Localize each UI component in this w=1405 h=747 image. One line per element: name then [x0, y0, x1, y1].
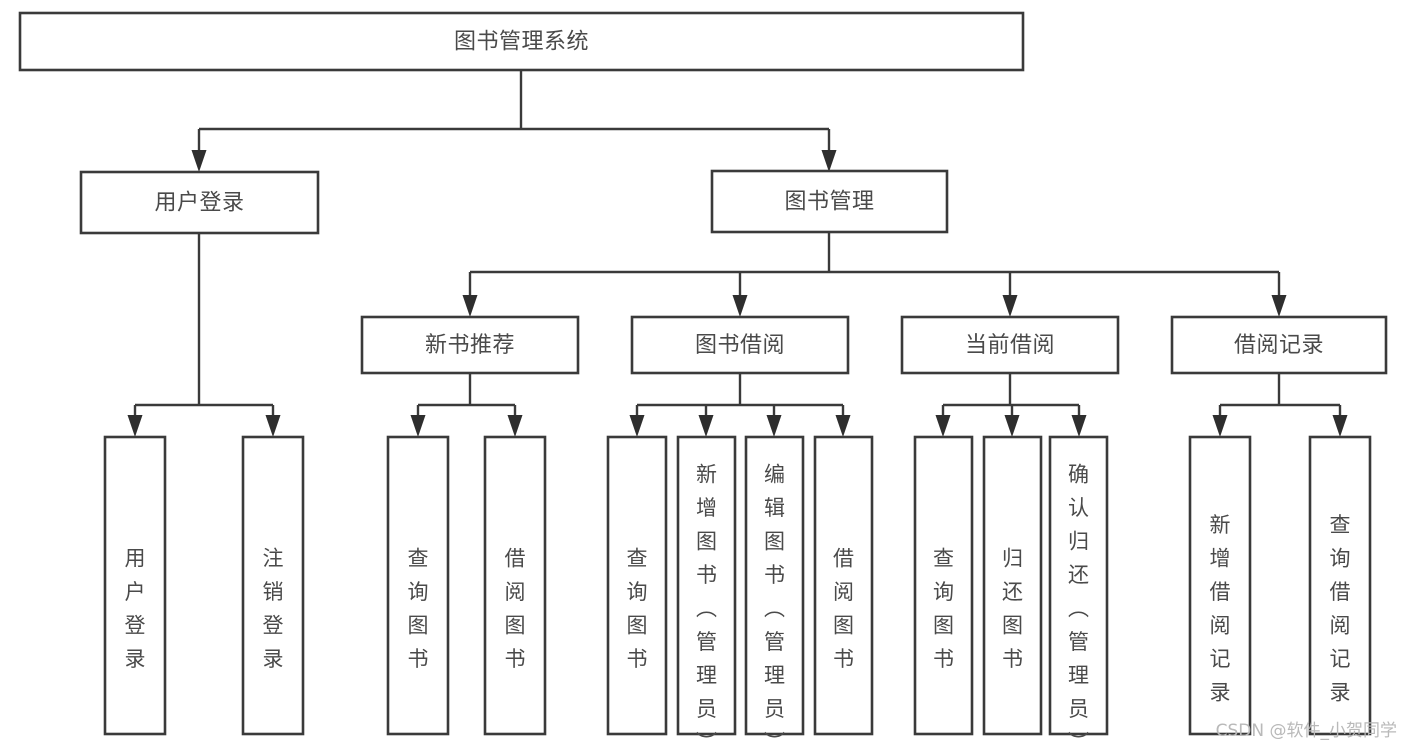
- node-label-root: 图书管理系统: [454, 30, 589, 55]
- edge-group-root-to-level1: [191, 70, 837, 172]
- node-box-borrow-record[interactable]: [1170, 315, 1388, 375]
- node-box-current-borrow[interactable]: [900, 315, 1120, 375]
- node-borrow-record[interactable]: 借阅记录: [1170, 315, 1388, 375]
- node-label-book-borrow: 图书借阅: [695, 333, 785, 358]
- node-leaf-user-login[interactable]: 用户登录: [103, 435, 167, 736]
- node-leaf-borrow-add-book[interactable]: 新增图书︵管理员︶: [676, 435, 737, 747]
- node-box-leaf-rec-add-record[interactable]: [1188, 435, 1252, 736]
- arrow-head-icon: [462, 295, 478, 317]
- arrow-head-icon: [1002, 295, 1018, 317]
- arrow-head-icon: [629, 415, 645, 437]
- arrow-head-icon: [265, 415, 281, 437]
- arrow-head-icon: [127, 415, 143, 437]
- arrow-head-icon: [507, 415, 523, 437]
- node-box-leaf-borrow-borrow-book[interactable]: [813, 435, 874, 736]
- node-label-current-borrow: 当前借阅: [965, 333, 1055, 358]
- node-label-leaf-borrow-edit-book: 编辑图书︵管理员︶: [764, 463, 785, 747]
- arrow-head-icon: [191, 150, 207, 172]
- node-book-manage[interactable]: 图书管理: [710, 169, 949, 234]
- arrow-head-icon: [1332, 415, 1348, 437]
- node-box-new-book-rec[interactable]: [360, 315, 580, 375]
- node-leaf-borrow-borrow-book[interactable]: 借阅图书: [813, 435, 874, 736]
- node-leaf-borrow-edit-book[interactable]: 编辑图书︵管理员︶: [744, 435, 805, 747]
- node-box-leaf-borrow-add-book[interactable]: [676, 435, 737, 736]
- arrow-head-icon: [410, 415, 426, 437]
- node-leaf-rec-add-record[interactable]: 新增借阅记录: [1188, 435, 1252, 736]
- node-box-leaf-user-logout[interactable]: [241, 435, 305, 736]
- node-label-leaf-rec-borrow-book: 借阅图书: [505, 546, 526, 671]
- arrow-head-icon: [1271, 295, 1287, 317]
- edge-group-bookborrow-to-leaves: [629, 373, 851, 437]
- node-box-user-login[interactable]: [79, 170, 320, 235]
- node-leaf-rec-query-book[interactable]: 查询图书: [386, 435, 450, 736]
- node-label-user-login: 用户登录: [154, 191, 244, 216]
- node-label-new-book-rec: 新书推荐: [425, 333, 515, 358]
- arrow-head-icon: [732, 295, 748, 317]
- edge-group-currentborrow-to-leaves: [935, 373, 1087, 437]
- csdn-watermark: CSDN @软件_小贺同学: [1215, 721, 1397, 741]
- arrow-head-icon: [1004, 415, 1020, 437]
- node-leaf-user-logout[interactable]: 注销登录: [241, 435, 305, 736]
- node-box-root[interactable]: [18, 11, 1025, 72]
- node-box-leaf-rec-query-book[interactable]: [386, 435, 450, 736]
- node-label-leaf-cur-return-book: 归还图书: [1002, 546, 1023, 671]
- node-box-leaf-cur-return-book[interactable]: [982, 435, 1043, 736]
- node-book-borrow[interactable]: 图书借阅: [630, 315, 850, 375]
- node-box-book-manage[interactable]: [710, 169, 949, 234]
- node-label-leaf-borrow-query-book: 查询图书: [627, 546, 648, 671]
- arrow-head-icon: [935, 415, 951, 437]
- arrow-head-icon: [766, 415, 782, 437]
- arrow-head-icon: [1071, 415, 1087, 437]
- edge-group-borrowrecord-to-leaves: [1212, 373, 1348, 437]
- arrow-head-icon: [821, 150, 837, 172]
- node-root[interactable]: 图书管理系统: [18, 11, 1025, 72]
- arrow-head-icon: [835, 415, 851, 437]
- node-layer: 图书管理系统用户登录图书管理新书推荐图书借阅当前借阅借阅记录用户登录注销登录查询…: [18, 11, 1388, 747]
- node-user-login[interactable]: 用户登录: [79, 170, 320, 235]
- edge-group-newbookrec-to-leaves: [410, 373, 523, 437]
- node-new-book-rec[interactable]: 新书推荐: [360, 315, 580, 375]
- node-label-leaf-rec-query-book: 查询图书: [408, 546, 429, 671]
- node-label-leaf-rec-query-record: 查询借阅记录: [1330, 513, 1351, 705]
- node-leaf-rec-borrow-book[interactable]: 借阅图书: [483, 435, 547, 736]
- edge-group-userlogin-to-leaves: [127, 233, 281, 437]
- node-label-leaf-borrow-borrow-book: 借阅图书: [833, 546, 854, 671]
- node-label-book-manage: 图书管理: [784, 190, 874, 215]
- node-leaf-cur-return-book[interactable]: 归还图书: [982, 435, 1043, 736]
- node-box-leaf-borrow-query-book[interactable]: [606, 435, 668, 736]
- arrow-head-icon: [1212, 415, 1228, 437]
- node-box-leaf-cur-query-book[interactable]: [913, 435, 974, 736]
- node-leaf-cur-confirm-return[interactable]: 确认归还︵管理员︶: [1048, 435, 1109, 747]
- node-box-leaf-borrow-edit-book[interactable]: [744, 435, 805, 736]
- node-leaf-rec-query-record[interactable]: 查询借阅记录: [1308, 435, 1372, 736]
- node-box-leaf-cur-confirm-return[interactable]: [1048, 435, 1109, 736]
- connector-layer: [127, 70, 1348, 437]
- node-leaf-cur-query-book[interactable]: 查询图书: [913, 435, 974, 736]
- edge-group-bookmanage-to-level2: [462, 232, 1287, 317]
- node-leaf-borrow-query-book[interactable]: 查询图书: [606, 435, 668, 736]
- node-label-leaf-user-login: 用户登录: [125, 546, 146, 671]
- node-current-borrow[interactable]: 当前借阅: [900, 315, 1120, 375]
- node-label-leaf-cur-confirm-return: 确认归还︵管理员︶: [1068, 463, 1089, 747]
- node-label-borrow-record: 借阅记录: [1234, 333, 1324, 358]
- node-box-leaf-rec-borrow-book[interactable]: [483, 435, 547, 736]
- node-label-leaf-cur-query-book: 查询图书: [933, 546, 954, 671]
- node-label-leaf-user-logout: 注销登录: [263, 546, 284, 671]
- node-box-leaf-user-login[interactable]: [103, 435, 167, 736]
- node-label-leaf-borrow-add-book: 新增图书︵管理员︶: [696, 463, 717, 747]
- node-label-leaf-rec-add-record: 新增借阅记录: [1210, 513, 1231, 705]
- node-box-leaf-rec-query-record[interactable]: [1308, 435, 1372, 736]
- node-box-book-borrow[interactable]: [630, 315, 850, 375]
- arrow-head-icon: [698, 415, 714, 437]
